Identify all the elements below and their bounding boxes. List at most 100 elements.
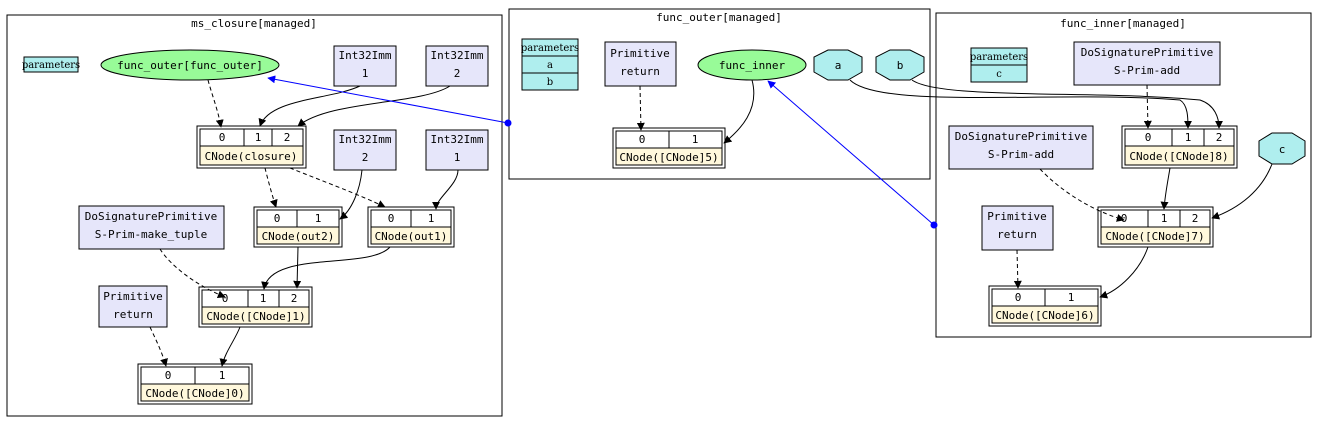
edge bbox=[297, 85, 451, 127]
edge bbox=[849, 79, 1192, 129]
int32imm-node: Int32Imm 1 bbox=[333, 45, 397, 87]
func-outer-ref-node: func_outer[func_outer] bbox=[100, 49, 280, 81]
port-label: 0 bbox=[165, 369, 172, 382]
edge bbox=[1099, 246, 1149, 299]
cnode-6: 0 1 CNode([CNode]6) bbox=[988, 285, 1102, 327]
parameters-node: parameters bbox=[22, 56, 80, 73]
cluster-title-ms-closure: ms_closure[managed] bbox=[191, 17, 317, 30]
port-label: 0 bbox=[639, 133, 646, 146]
port-label: 0 bbox=[1015, 291, 1022, 304]
port-label: 0 bbox=[1145, 131, 1152, 144]
prim-name: Int32Imm bbox=[431, 49, 484, 62]
port-label: 1 bbox=[428, 212, 435, 225]
cnode-label: CNode([CNode]7) bbox=[1105, 230, 1204, 243]
port-label: 0 bbox=[222, 292, 229, 305]
cnode-label: CNode(closure) bbox=[205, 150, 298, 163]
cross-graph-edges bbox=[267, 75, 938, 229]
port-label: 1 bbox=[315, 212, 322, 225]
prim-name: Int32Imm bbox=[339, 49, 392, 62]
cnode-label: CNode(out1) bbox=[375, 230, 448, 243]
cluster-ms-closure: ms_closure[managed] bbox=[6, 14, 503, 417]
cnode-label: CNode([CNode]1) bbox=[206, 310, 305, 323]
prim-name: Primitive bbox=[987, 210, 1047, 223]
port-label: 2 bbox=[1216, 131, 1223, 144]
edge bbox=[207, 79, 224, 128]
func-inner-ref-node: func_inner bbox=[697, 49, 807, 81]
prim-value: return bbox=[113, 308, 153, 321]
param-b-octagon-label: b bbox=[897, 59, 904, 72]
prim-value: S-Prim-add bbox=[988, 148, 1054, 161]
param-a-octagon: a bbox=[813, 49, 863, 81]
port-label: 0 bbox=[219, 131, 226, 144]
edge bbox=[258, 85, 361, 127]
port-label: 1 bbox=[260, 292, 267, 305]
parameters-label: parameters bbox=[22, 60, 80, 71]
param-a-octagon-label: a bbox=[835, 59, 842, 72]
parameters-label: parameters bbox=[521, 43, 579, 54]
prim-name: DoSignaturePrimitive bbox=[1081, 46, 1213, 59]
cnode-label: CNode([CNode]6) bbox=[995, 309, 1094, 322]
edge bbox=[636, 85, 645, 131]
edge bbox=[911, 79, 1223, 129]
port-label: 2 bbox=[284, 131, 291, 144]
cnode-label: CNode([CNode]0) bbox=[145, 387, 244, 400]
parameters-table-inner: parameters c bbox=[970, 47, 1028, 83]
edge bbox=[159, 248, 226, 299]
cluster-title-func-inner: func_inner[managed] bbox=[1060, 17, 1186, 30]
edge bbox=[1160, 167, 1171, 210]
int32imm-node: Int32Imm 2 bbox=[425, 45, 489, 87]
param-a-label: a bbox=[547, 60, 553, 71]
cnode-5: 0 1 CNode([CNode]5) bbox=[612, 127, 726, 169]
port-label: 1 bbox=[255, 131, 262, 144]
edge bbox=[267, 75, 509, 124]
param-c-octagon-label: c bbox=[1279, 143, 1286, 156]
port-label: 1 bbox=[219, 369, 226, 382]
prim-value: return bbox=[997, 228, 1037, 241]
cnode-label: CNode(out2) bbox=[262, 230, 335, 243]
edge bbox=[289, 167, 386, 208]
port-label: 0 bbox=[1121, 212, 1128, 225]
cnode-out2: 0 1 CNode(out2) bbox=[253, 206, 343, 248]
int32imm-node: Int32Imm 1 bbox=[425, 129, 489, 171]
edge-dot bbox=[930, 221, 938, 229]
edge bbox=[1211, 163, 1273, 220]
prim-name: DoSignaturePrimitive bbox=[955, 130, 1087, 143]
edge-dot bbox=[504, 119, 512, 127]
prim-name: Primitive bbox=[610, 47, 670, 60]
prim-value: 2 bbox=[362, 151, 369, 164]
prim-value: 1 bbox=[454, 151, 461, 164]
port-label: 0 bbox=[388, 212, 395, 225]
cnode-0: 0 1 CNode([CNode]0) bbox=[137, 363, 253, 405]
edge bbox=[339, 169, 363, 220]
cluster-func-inner: func_inner[managed] bbox=[935, 12, 1312, 338]
port-label: 1 bbox=[692, 133, 699, 146]
cnode-out1: 0 1 CNode(out1) bbox=[367, 206, 455, 248]
add-prim-node: DoSignaturePrimitive S-Prim-add bbox=[1073, 41, 1221, 86]
return-prim-node: Primitive return bbox=[981, 205, 1054, 251]
cnode-label: CNode([CNode]8) bbox=[1129, 150, 1228, 163]
port-label: 1 bbox=[1161, 212, 1168, 225]
int32imm-node: Int32Imm 2 bbox=[333, 129, 397, 171]
edge bbox=[767, 80, 935, 226]
cnode-8: 0 1 2 CNode([CNode]8) bbox=[1121, 125, 1238, 169]
cluster-title-func-outer: func_outer[managed] bbox=[656, 11, 782, 24]
cnode-label: CNode([CNode]5) bbox=[619, 151, 718, 164]
edge bbox=[1039, 168, 1125, 222]
func-inner-ref-label: func_inner bbox=[719, 59, 786, 72]
prim-name: Int32Imm bbox=[339, 133, 392, 146]
prim-value: 1 bbox=[362, 67, 369, 80]
edge bbox=[723, 79, 755, 144]
port-label: 0 bbox=[274, 212, 281, 225]
parameters-label: parameters bbox=[970, 52, 1028, 63]
edge bbox=[264, 167, 278, 208]
return-prim-node: Primitive return bbox=[98, 285, 168, 328]
cnode-7: 0 1 2 CNode([CNode]7) bbox=[1097, 206, 1214, 248]
edge bbox=[1013, 249, 1022, 289]
edge bbox=[432, 169, 459, 210]
prim-name: Int32Imm bbox=[431, 133, 484, 146]
prim-value: return bbox=[620, 65, 660, 78]
port-label: 2 bbox=[1192, 212, 1199, 225]
add-prim-node: DoSignaturePrimitive S-Prim-add bbox=[948, 125, 1094, 170]
edge bbox=[149, 326, 168, 367]
